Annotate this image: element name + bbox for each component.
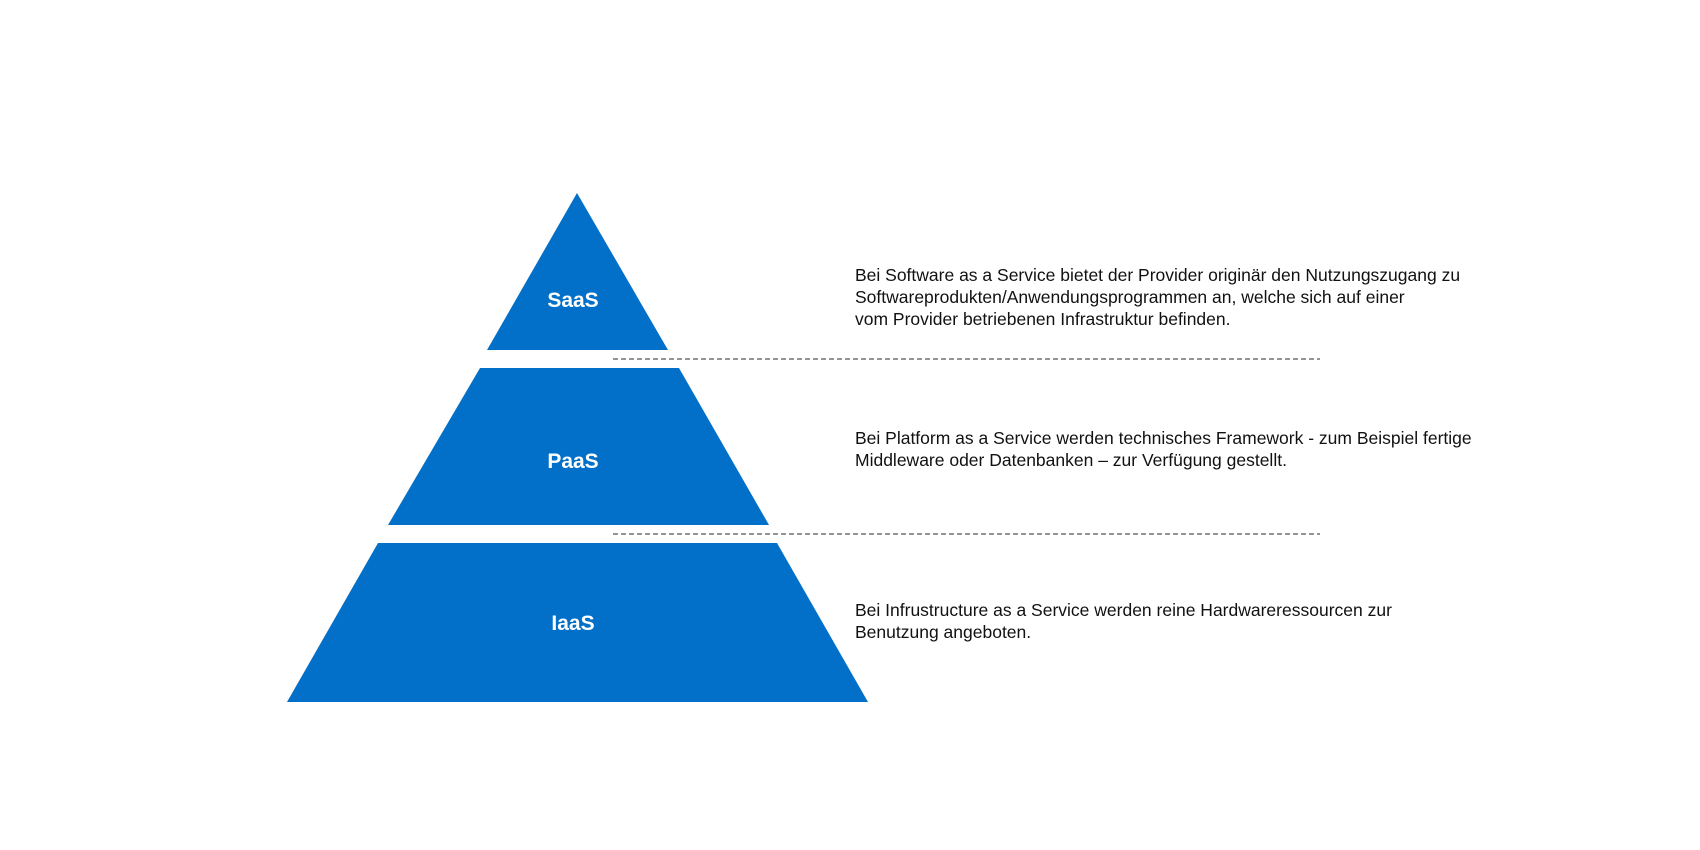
pyramid-label-saas: SaaS: [547, 289, 598, 312]
pyramid-tier-paas: [388, 368, 769, 525]
saas-description: Bei Software as a Service bietet der Pro…: [855, 265, 1461, 329]
pyramid-label-paas: PaaS: [547, 450, 598, 473]
iaas-description: Bei Infrustructure as a Service werden r…: [855, 600, 1392, 642]
pyramid-tier-iaas: [287, 543, 868, 702]
pyramid-label-iaas: IaaS: [551, 612, 594, 635]
pyramid-tier-saas: [487, 193, 668, 350]
paas-description: Bei Platform as a Service werden technis…: [855, 428, 1472, 470]
